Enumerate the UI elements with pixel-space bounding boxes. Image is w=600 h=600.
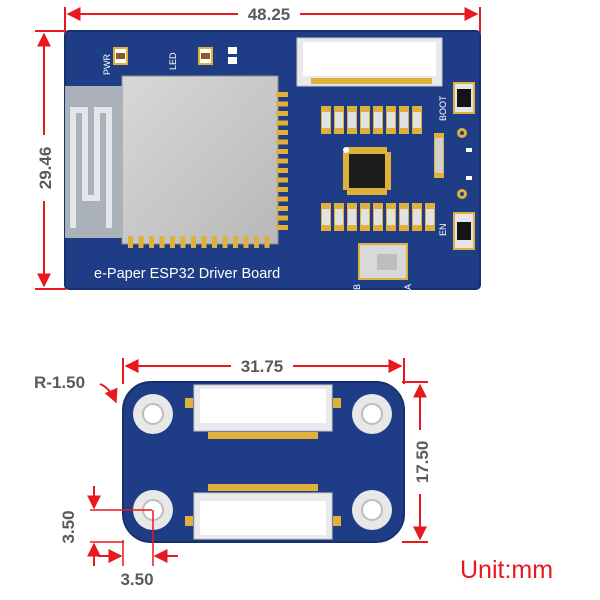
module-pad <box>276 101 288 107</box>
module-pad <box>276 168 288 173</box>
en-button[interactable]: EN <box>438 212 475 250</box>
module-pad <box>276 158 288 164</box>
pwr-led-indicators: PWR LED <box>102 47 237 75</box>
module-pad <box>276 130 288 135</box>
resistor-body <box>335 112 343 128</box>
module-pad <box>254 236 259 248</box>
esp32-module <box>65 75 288 248</box>
module-pad <box>276 196 288 202</box>
driver-height-value: 29.46 <box>36 147 55 190</box>
module-pad <box>128 236 133 248</box>
module-pad <box>276 149 288 154</box>
boot-button[interactable]: BOOT <box>438 82 475 121</box>
resistor-body <box>374 112 382 128</box>
resistor-body <box>400 209 408 225</box>
ab-switch[interactable]: B A <box>352 243 413 290</box>
module-pad <box>170 236 175 248</box>
driver-width-value: 48.25 <box>248 5 291 24</box>
module-pad <box>233 236 238 248</box>
module-pad <box>276 215 288 221</box>
module-pad <box>276 120 288 126</box>
module-pad <box>222 236 228 248</box>
module-pad <box>243 236 249 248</box>
adapter-fpc-connector-top <box>185 384 341 439</box>
controller-chip <box>343 147 391 195</box>
driver-board: PWR LED <box>64 30 481 290</box>
module-pad <box>276 139 288 145</box>
adapter-width-dimension: 31.75 <box>122 355 405 384</box>
resistor-body <box>426 209 434 225</box>
adapter-height-value: 17.50 <box>413 441 432 484</box>
adapter-height-dimension: 17.50 <box>402 381 434 543</box>
resistor-body <box>413 112 421 128</box>
adapter-board-pcb <box>122 381 405 543</box>
adapter-radius-dimension: R-1.50 <box>34 373 118 404</box>
module-pad <box>191 236 196 248</box>
module-pad <box>276 177 288 183</box>
switch-b-label: B <box>352 284 362 290</box>
module-pad <box>264 236 270 248</box>
adapter-radius-value: R-1.50 <box>34 373 85 392</box>
resistor-body <box>348 209 356 225</box>
driver-board-title: e-Paper ESP32 Driver Board <box>94 266 280 282</box>
resistor-body <box>322 209 330 225</box>
resistor-body <box>322 112 330 128</box>
module-pad <box>276 206 288 211</box>
mounting-hole-bottom-right <box>352 490 392 530</box>
adapter-width-value: 31.75 <box>241 357 284 376</box>
led-label: LED <box>168 52 178 70</box>
mounting-hole-top-left <box>133 394 173 434</box>
module-pad <box>276 187 288 192</box>
module-pad <box>180 236 186 248</box>
resistor-body <box>387 209 395 225</box>
resistor-body <box>374 209 382 225</box>
hole-offset-x-dimension: 3.50 <box>98 510 178 589</box>
module-pad <box>276 111 288 116</box>
resistor-body <box>348 112 356 128</box>
hole-offset-y-value: 3.50 <box>59 510 78 543</box>
module-pad <box>212 236 217 248</box>
fpc-connector <box>296 37 443 87</box>
resistor-body <box>361 209 369 225</box>
module-pad <box>201 236 207 248</box>
resistor-array-2 <box>321 203 435 231</box>
module-pads-right <box>276 92 288 230</box>
resistor-array-1 <box>321 106 422 134</box>
en-label: EN <box>438 223 448 236</box>
module-pad <box>159 236 165 248</box>
adapter-board <box>122 381 405 543</box>
antenna-trace <box>70 107 112 228</box>
resistor-body <box>387 112 395 128</box>
module-pad <box>149 236 154 248</box>
module-pad <box>276 92 288 97</box>
boot-label: BOOT <box>438 95 448 121</box>
resistor-body <box>400 112 408 128</box>
mounting-hole-top-right <box>352 394 392 434</box>
module-pad <box>276 225 288 230</box>
small-components <box>434 128 472 199</box>
pwr-label: PWR <box>102 54 112 75</box>
driver-width-dimension: 48.25 <box>64 3 481 33</box>
driver-height-dimension: 29.46 <box>33 30 66 290</box>
unit-label: Unit:mm <box>460 556 554 584</box>
resistor-body <box>413 209 421 225</box>
resistor-body <box>361 112 369 128</box>
switch-a-label: A <box>403 284 413 290</box>
module-pad <box>138 236 144 248</box>
adapter-fpc-connector-bottom <box>185 484 341 540</box>
hole-offset-x-value: 3.50 <box>120 570 153 589</box>
resistor-body <box>335 209 343 225</box>
module-pads <box>128 236 270 248</box>
hole-offset-y-dimension: 3.50 <box>59 486 152 566</box>
